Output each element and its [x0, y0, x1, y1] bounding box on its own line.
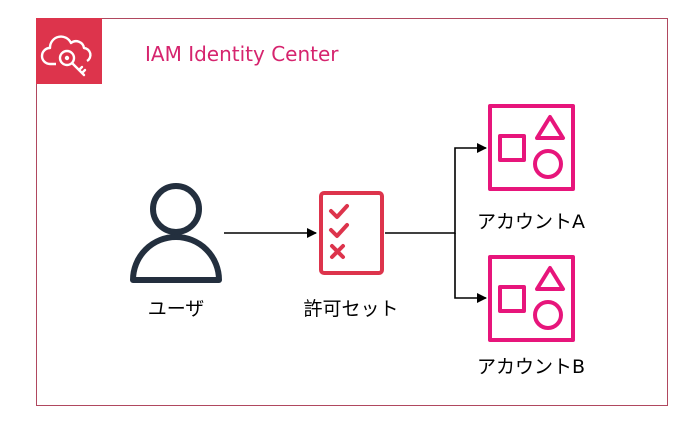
checklist-icon	[319, 191, 384, 275]
cloud-key-icon	[36, 18, 102, 84]
account-a-icon	[488, 104, 575, 191]
account-b-icon	[488, 255, 575, 342]
account-a-label: アカウントA	[477, 211, 585, 233]
edge-permission-set-to-account-b	[454, 233, 487, 303]
account-b-label: アカウントB	[476, 356, 586, 378]
iam-identity-center-group	[36, 18, 668, 406]
permission-set-label: 許可セット	[303, 298, 399, 320]
group-title: IAM Identity Center	[145, 42, 339, 66]
edge-permission-set-to-account-a	[385, 143, 487, 234]
user-label: ユーザ	[147, 298, 205, 320]
user-icon	[130, 183, 222, 283]
